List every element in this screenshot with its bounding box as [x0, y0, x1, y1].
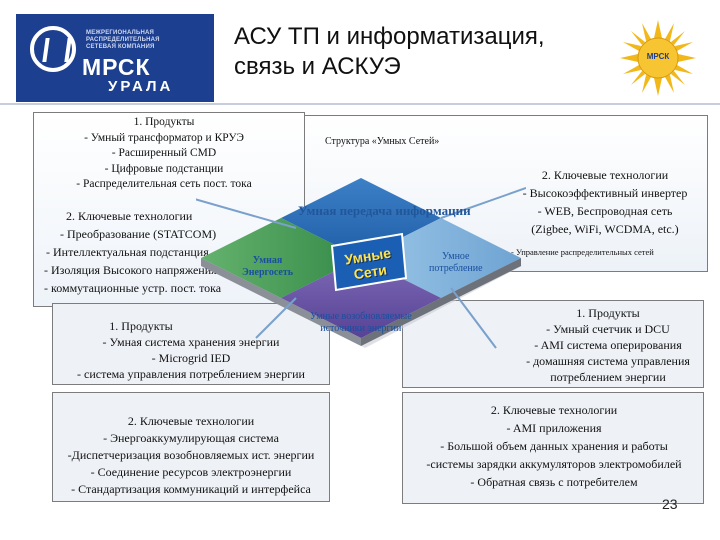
list-item: - Обратная связь с потребителем: [470, 475, 638, 489]
tech-list: 2. Ключевые технологии - Высокоэффективн…: [505, 166, 705, 238]
products-list: 1. Продукты - Умный счетчик и DCU - AMI …: [513, 305, 703, 385]
list-item: - Высокоэффективный инвертер: [522, 186, 688, 200]
list-item: -системы зарядки аккумуляторов электромо…: [426, 457, 682, 471]
structure-caption: Структура «Умных Сетей»: [325, 136, 440, 147]
list-item: - Преобразование (STATCOM): [60, 227, 217, 241]
list-item: - WEB, Беспроводная сеть: [537, 204, 673, 218]
list-item: - Энергоаккумулирующая система: [103, 431, 279, 445]
list-item: - Цифровые подстанции: [104, 162, 224, 175]
slide-title: АСУ ТП и информатизация, связь и АСКУЭ: [234, 22, 545, 82]
list-item: - Умная система хранения энергии: [102, 335, 280, 349]
logo-subtitle: МЕЖРЕГИОНАЛЬНАЯ РАСПРЕДЕЛИТЕЛЬНАЯ СЕТЕВА…: [86, 30, 206, 51]
slide-title-line: АСУ ТП и информатизация,: [234, 23, 545, 50]
label-line: Умная: [252, 255, 283, 266]
sun-label: МРСК: [646, 52, 670, 61]
products-panel-bottom-left: 1. Продукты - Умная система хранения эне…: [52, 303, 330, 385]
label-line: потребление: [429, 263, 483, 274]
list-item: -Диспетчеризация возобновляемых ист. эне…: [67, 448, 315, 462]
tech-list: 2. Ключевые технологии - Преобразование …: [44, 207, 221, 297]
list-item: - коммутационные устр. пост. тока: [44, 281, 222, 295]
list-item: 2. Ключевые технологии: [490, 403, 618, 417]
list-item: - AMI приложения: [506, 421, 602, 435]
list-item: потреблением энергии: [550, 370, 666, 384]
page-number: 23: [662, 496, 678, 512]
list-item: - AMI система оперирования: [534, 338, 682, 352]
list-item: - Интеллектуальная подстанция: [46, 245, 209, 259]
tech-panel-bottom-left: 2. Ключевые технологии - Энергоаккумулир…: [52, 392, 330, 502]
lightning-emblem-icon: [30, 26, 76, 72]
list-item: 2. Ключевые технологии: [127, 414, 255, 428]
list-item: (Zigbee, WiFi, WCDMA, etc.): [531, 222, 679, 236]
products-list: 1. Продукты - Умный трансформатор и КРУЭ…: [44, 115, 284, 193]
tech-panel-bottom-right: 2. Ключевые технологии - AMI приложения …: [402, 392, 704, 504]
list-item: - Распределительная сеть пост. тока: [76, 178, 252, 190]
list-item: 2. Ключевые технологии: [541, 168, 669, 182]
label-smart-information: Умная передача информации: [298, 203, 471, 218]
badge-frame: [330, 232, 408, 292]
list-item: - Управление распределительных сетей: [511, 247, 654, 257]
label-line: источники энергии: [320, 323, 402, 334]
products-list: 1. Продукты - Умная система хранения эне…: [57, 318, 325, 382]
label-line: Умные возобновляемые: [310, 311, 412, 322]
label-smart-consumption: Умное потребление: [429, 251, 483, 275]
slide-title-line: связь и АСКУЭ: [234, 53, 401, 80]
list-item: - домашняя система управления: [526, 354, 690, 368]
header-divider: [0, 103, 720, 105]
list-item: - Умный счетчик и DCU: [546, 322, 670, 336]
logo-name: МРСК: [82, 54, 151, 80]
list-item: - Расширенный CMD: [111, 147, 217, 159]
sun-emblem: МРСК: [620, 20, 696, 96]
smart-grid-badge: Умные Сети: [326, 232, 410, 292]
logo-region: УРАЛА: [108, 78, 174, 95]
header: МЕЖРЕГИОНАЛЬНАЯ РАСПРЕДЕЛИТЕЛЬНАЯ СЕТЕВА…: [0, 0, 720, 105]
list-item: - Microgrid IED: [151, 351, 231, 365]
label-renewables: Умные возобновляемые источники энергии: [310, 311, 412, 335]
list-item: 1. Продукты: [576, 306, 640, 320]
label-line: Умное: [442, 251, 470, 262]
list-item: 2. Ключевые технологии: [66, 209, 193, 223]
logo-subtitle-line: РАСПРЕДЕЛИТЕЛЬНАЯ: [86, 37, 160, 43]
list-item: - система управления потреблением энерги…: [77, 367, 305, 381]
label-smart-grid: Умная Энергосеть: [242, 255, 293, 279]
tech-list: 2. Ключевые технологии - AMI приложения …: [405, 401, 703, 491]
list-item: - Соединение ресурсов электроэнергии: [90, 465, 292, 479]
sun-rays-icon: [620, 20, 696, 96]
list-item: 1. Продукты: [109, 319, 173, 333]
label-line: Энергосеть: [242, 267, 294, 278]
logo-subtitle-line: МЕЖРЕГИОНАЛЬНАЯ: [86, 30, 155, 36]
list-item: - Большой объем данных хранения и работы: [440, 439, 668, 453]
list-item: 1. Продукты: [133, 116, 195, 128]
products-panel-bottom-right: 1. Продукты - Умный счетчик и DCU - AMI …: [402, 300, 704, 388]
company-logo: МЕЖРЕГИОНАЛЬНАЯ РАСПРЕДЕЛИТЕЛЬНАЯ СЕТЕВА…: [16, 14, 214, 102]
list-item: - Умный трансформатор и КРУЭ: [84, 131, 244, 144]
list-item: - Стандартизация коммуникаций и интерфей…: [71, 482, 311, 496]
tech-list: 2. Ключевые технологии - Энергоаккумулир…: [57, 413, 325, 498]
logo-subtitle-line: СЕТЕВАЯ КОМПАНИЯ: [86, 44, 155, 50]
list-item: - Изоляция Высокого напряжения: [44, 263, 217, 277]
